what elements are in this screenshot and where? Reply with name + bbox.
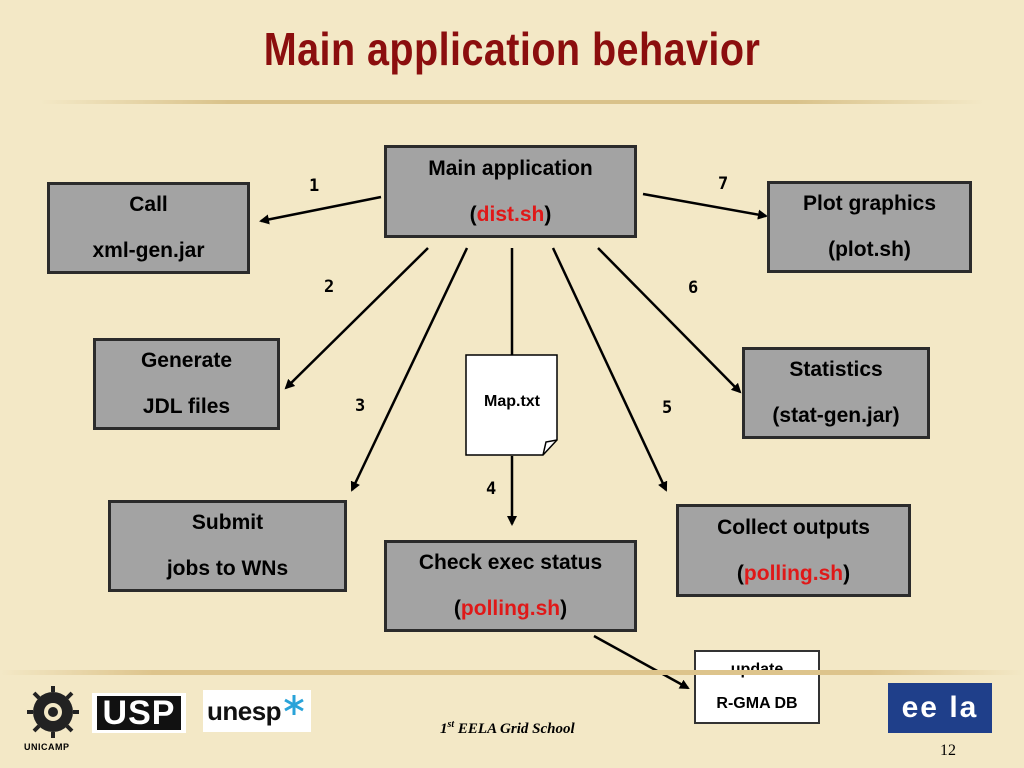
arrow-5 xyxy=(551,247,668,492)
unesp-logo: unesp xyxy=(203,690,311,732)
plot-graphics-box: Plot graphics (plot.sh) xyxy=(767,181,972,273)
arrow-1 xyxy=(259,195,382,225)
arrow-3 xyxy=(350,247,469,492)
submit-jobs-box: Submit jobs to WNs xyxy=(108,500,347,592)
main-application-box: Main application (dist.sh) xyxy=(384,145,637,238)
step-number-5: 5 xyxy=(662,398,673,418)
arrow-update xyxy=(593,634,690,690)
polling-sh-script: polling.sh xyxy=(743,561,844,585)
arrow-6 xyxy=(597,247,742,394)
dist-sh-script: dist.sh xyxy=(476,202,545,226)
footer-divider xyxy=(0,670,1024,675)
map-file-label: Map.txt xyxy=(484,393,540,410)
arrow-7 xyxy=(642,192,768,220)
step-number-7: 7 xyxy=(718,174,729,194)
unicamp-logo-text: UNICAMP xyxy=(24,742,70,752)
page-number: 12 xyxy=(940,742,956,759)
title-divider xyxy=(40,100,984,104)
main-application-label: Main application xyxy=(428,156,593,180)
check-exec-status-box: Check exec status (polling.sh) xyxy=(384,540,637,632)
usp-logo: USP xyxy=(92,693,186,733)
unicamp-logo xyxy=(27,686,79,738)
unesp-snowflake-icon xyxy=(284,695,304,715)
step-number-1: 1 xyxy=(309,176,320,196)
arrow-2 xyxy=(284,247,429,390)
footer-event-title: 1st EELA Grid School xyxy=(440,719,575,737)
step-number-4: 4 xyxy=(486,479,497,499)
call-box: Call xml-gen.jar xyxy=(47,182,250,274)
page-title: Main application behavior xyxy=(263,23,761,75)
map-document-shape xyxy=(465,354,558,456)
step-number-3: 3 xyxy=(355,396,366,416)
step-number-2: 2 xyxy=(324,277,335,297)
collect-outputs-box: Collect outputs (polling.sh) xyxy=(676,504,911,597)
generate-jdl-box: Generate JDL files xyxy=(93,338,280,430)
statistics-box: Statistics (stat-gen.jar) xyxy=(742,347,930,439)
polling-sh-script: polling.sh xyxy=(460,597,561,620)
update-rgma-box: update R-GMA DB xyxy=(694,650,820,724)
eela-logo: ee la xyxy=(888,683,992,733)
step-number-6: 6 xyxy=(688,278,699,298)
